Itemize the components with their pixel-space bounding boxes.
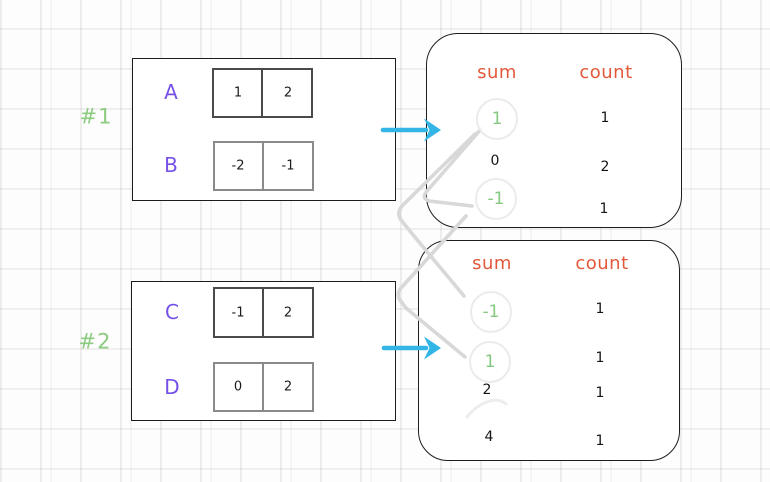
table1-row1-sum: 0 [490, 153, 500, 169]
table1-row2-sum: -1 [487, 189, 505, 209]
table2-row0-count: 1 [595, 301, 605, 317]
array-c-value-1: 2 [283, 305, 293, 321]
table2-sum-neg1-circled: -1 [470, 291, 512, 333]
table2-row2-count: 1 [595, 385, 605, 401]
table2-sum-1-circled: 1 [469, 341, 511, 383]
array-b-value-0: -2 [231, 158, 245, 174]
table1-row1-count: 2 [600, 159, 610, 175]
table2-sum-header: sum [472, 253, 512, 274]
array-a-value-0: 1 [233, 85, 243, 101]
array-a-cell-0-box [212, 68, 263, 118]
table2-row2-sum: 2 [482, 382, 492, 398]
array-d-name: D [164, 375, 180, 399]
table2-row0-sum: -1 [482, 302, 500, 322]
table1-sum-header: sum [477, 62, 517, 83]
array-b-cell-0-box [213, 141, 264, 191]
array-b-name: B [164, 153, 178, 177]
array-d-cell-0-box [213, 362, 264, 412]
table1-row2-count: 1 [599, 201, 609, 217]
table1-sum-1-circled: 1 [476, 98, 518, 140]
example2-sum-table [418, 240, 680, 461]
array-c-cell-1-box [262, 287, 314, 338]
array-a-cell-1-box [261, 68, 313, 118]
table1-row0-sum: 1 [491, 109, 503, 129]
table2-row1-sum: 1 [484, 352, 496, 372]
array-b-cell-1-box [262, 141, 314, 191]
table2-row1-count: 1 [595, 350, 605, 366]
table1-sum-neg1-circled: -1 [475, 178, 517, 220]
array-a-value-1: 2 [283, 85, 293, 101]
table2-row3-sum: 4 [484, 429, 494, 445]
example1-sum-table [426, 33, 682, 228]
array-a-name: A [164, 80, 178, 104]
table2-row3-count: 1 [595, 433, 605, 449]
array-d-cell-1-box [262, 362, 314, 412]
array-c-value-0: -1 [231, 305, 245, 321]
array-b-value-1: -1 [281, 158, 295, 174]
array-d-value-0: 0 [233, 379, 243, 395]
example2-label: #2 [78, 329, 112, 354]
example1-label: #1 [79, 104, 113, 129]
table1-count-header: count [579, 62, 633, 83]
table2-count-header: count [575, 253, 629, 274]
array-c-name: C [165, 300, 179, 324]
array-d-value-1: 2 [283, 379, 293, 395]
table1-row0-count: 1 [600, 110, 610, 126]
